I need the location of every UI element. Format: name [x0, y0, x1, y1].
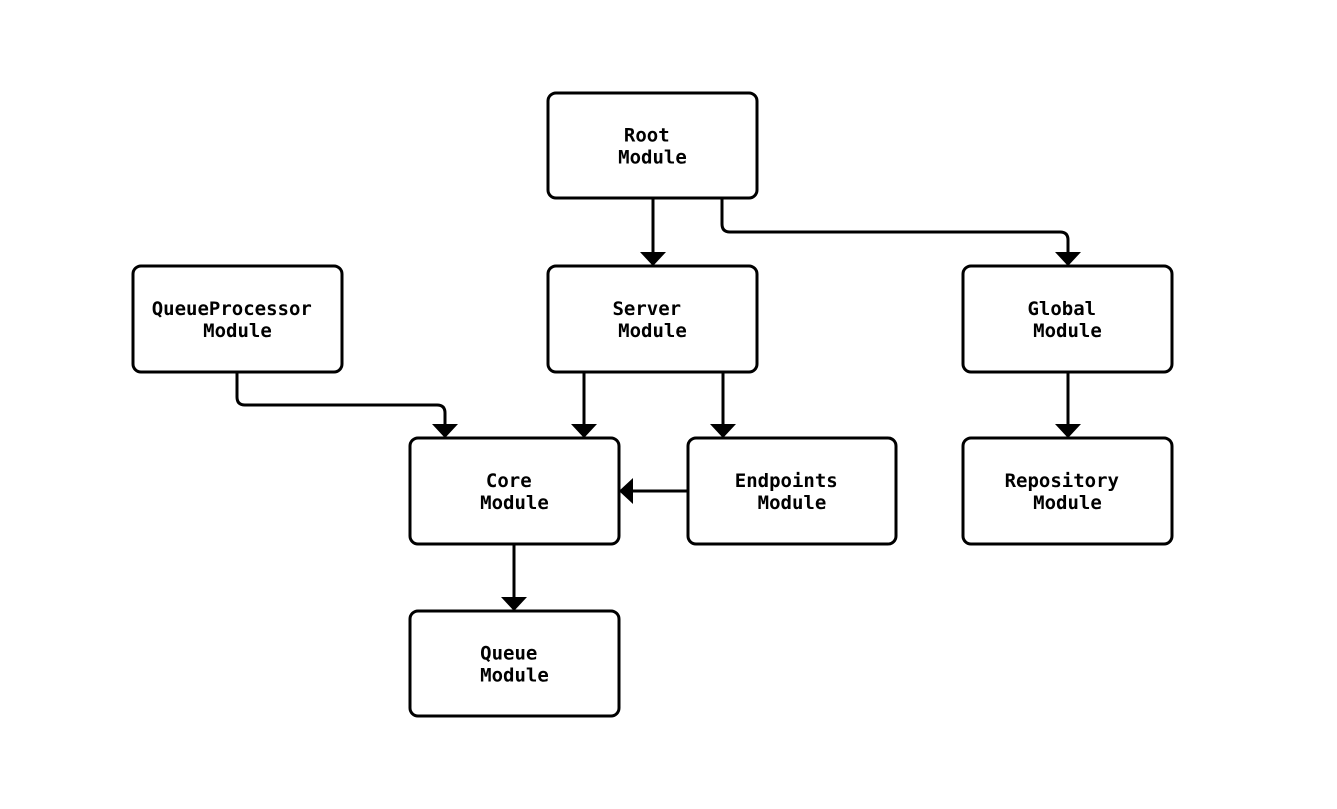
node-label: Queue Module	[480, 643, 549, 687]
edge-root-to-global-arrow	[720, 198, 1081, 266]
node-endpoints-module: Endpoints Module	[686, 436, 898, 546]
node-label: Core Module	[480, 470, 549, 514]
node-box	[961, 264, 1174, 374]
node-queue-module: Queue Module	[408, 609, 621, 718]
node-label: Global Module	[1027, 298, 1107, 342]
node-box	[408, 609, 621, 718]
node-global-module: Global Module	[961, 264, 1174, 374]
node-box	[131, 264, 344, 374]
node-server-module: Server Module	[546, 264, 759, 374]
edge-queueprocessor-to-core-arrow	[235, 372, 458, 438]
node-label: Root Module	[618, 125, 687, 169]
node-label: QueueProcessor Module	[152, 298, 324, 342]
node-box	[686, 436, 898, 546]
node-label: Endpoints Module	[735, 470, 849, 514]
node-label: Server Module	[612, 298, 692, 342]
node-queueprocessor-module: QueueProcessor Module	[131, 264, 344, 374]
node-label: Repository Module	[1005, 470, 1131, 514]
node-box	[961, 436, 1174, 546]
node-box	[408, 436, 621, 546]
node-box	[546, 91, 759, 200]
node-box	[546, 264, 759, 374]
node-core-module: Core Module	[408, 436, 621, 546]
node-repository-module: Repository Module	[961, 436, 1174, 546]
node-root-module: Root Module	[546, 91, 759, 200]
